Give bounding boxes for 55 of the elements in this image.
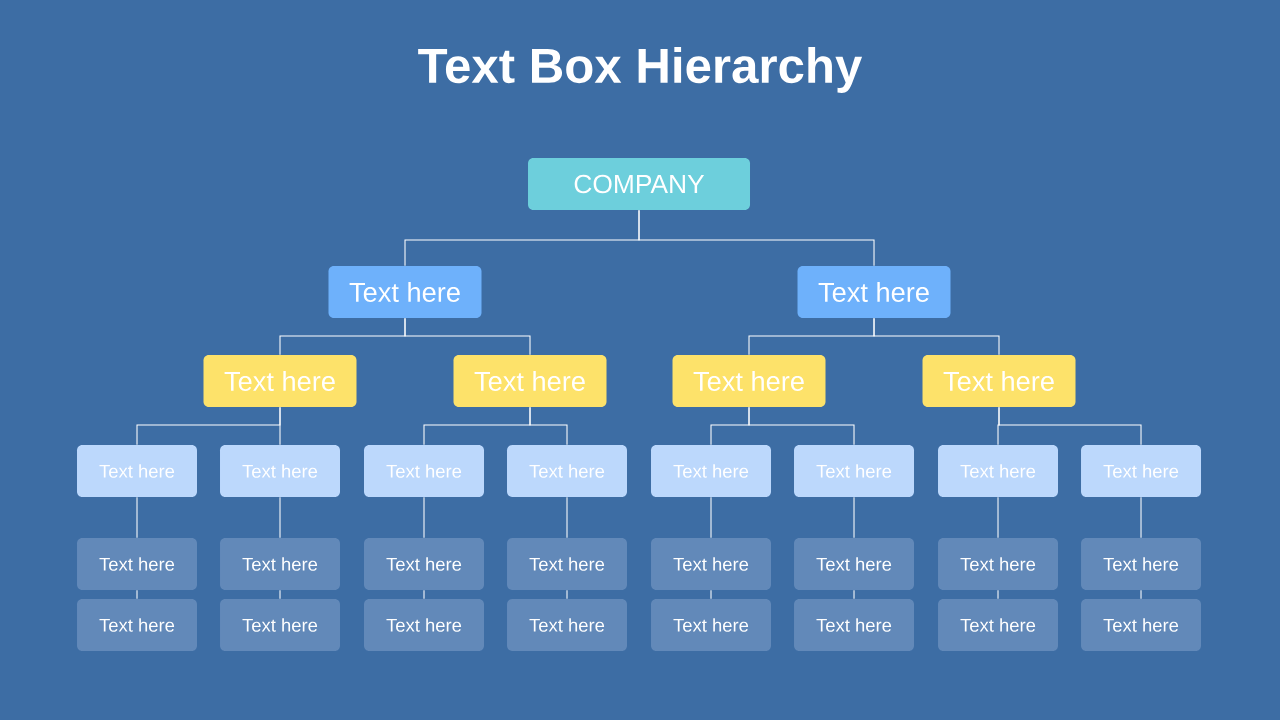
member-box: Text here <box>1081 538 1201 590</box>
member-box: Text here <box>938 538 1058 590</box>
team-box: Text here <box>794 445 914 497</box>
title: Text Box Hierarchy <box>418 47 863 93</box>
connector-line <box>423 496 425 539</box>
company-box: COMPANY <box>528 158 750 210</box>
member-box: Text here <box>507 538 627 590</box>
department-box: Text here <box>203 355 357 407</box>
connector-line <box>423 589 425 600</box>
team-box: Text here <box>651 445 771 497</box>
connector-line <box>853 496 855 539</box>
connector-line <box>997 496 999 539</box>
connector-line <box>638 209 875 267</box>
connector-line <box>873 317 1000 356</box>
division-box: Text here <box>328 266 482 318</box>
connector-line <box>279 406 281 446</box>
member-box: Text here <box>651 599 771 651</box>
member-box: Text here <box>77 599 197 651</box>
member-box: Text here <box>220 538 340 590</box>
team-box: Text here <box>1081 445 1201 497</box>
member-box: Text here <box>364 538 484 590</box>
department-box: Text here <box>453 355 607 407</box>
connector-line <box>1140 496 1142 539</box>
connector-line <box>279 589 281 600</box>
connector-line <box>136 496 138 539</box>
member-box: Text here <box>794 538 914 590</box>
connector-line <box>748 406 855 446</box>
connector-line <box>997 589 999 600</box>
department-box: Text here <box>922 355 1076 407</box>
connector-line <box>853 589 855 600</box>
connector-line <box>710 496 712 539</box>
member-box: Text here <box>794 599 914 651</box>
connector-line <box>710 589 712 600</box>
member-box: Text here <box>77 538 197 590</box>
team-box: Text here <box>507 445 627 497</box>
team-box: Text here <box>938 445 1058 497</box>
connector-line <box>404 317 531 356</box>
department-box: Text here <box>672 355 826 407</box>
member-box: Text here <box>507 599 627 651</box>
connector-line <box>566 589 568 600</box>
member-box: Text here <box>364 599 484 651</box>
team-box: Text here <box>364 445 484 497</box>
connector-line <box>998 406 1142 446</box>
connector-line <box>566 496 568 539</box>
member-box: Text here <box>651 538 771 590</box>
member-box: Text here <box>1081 599 1201 651</box>
member-box: Text here <box>220 599 340 651</box>
team-box: Text here <box>77 445 197 497</box>
connector-line <box>136 589 138 600</box>
connector-line <box>1140 589 1142 600</box>
division-box: Text here <box>797 266 951 318</box>
member-box: Text here <box>938 599 1058 651</box>
connector-line <box>529 406 568 446</box>
team-box: Text here <box>220 445 340 497</box>
connector-line <box>279 496 281 539</box>
